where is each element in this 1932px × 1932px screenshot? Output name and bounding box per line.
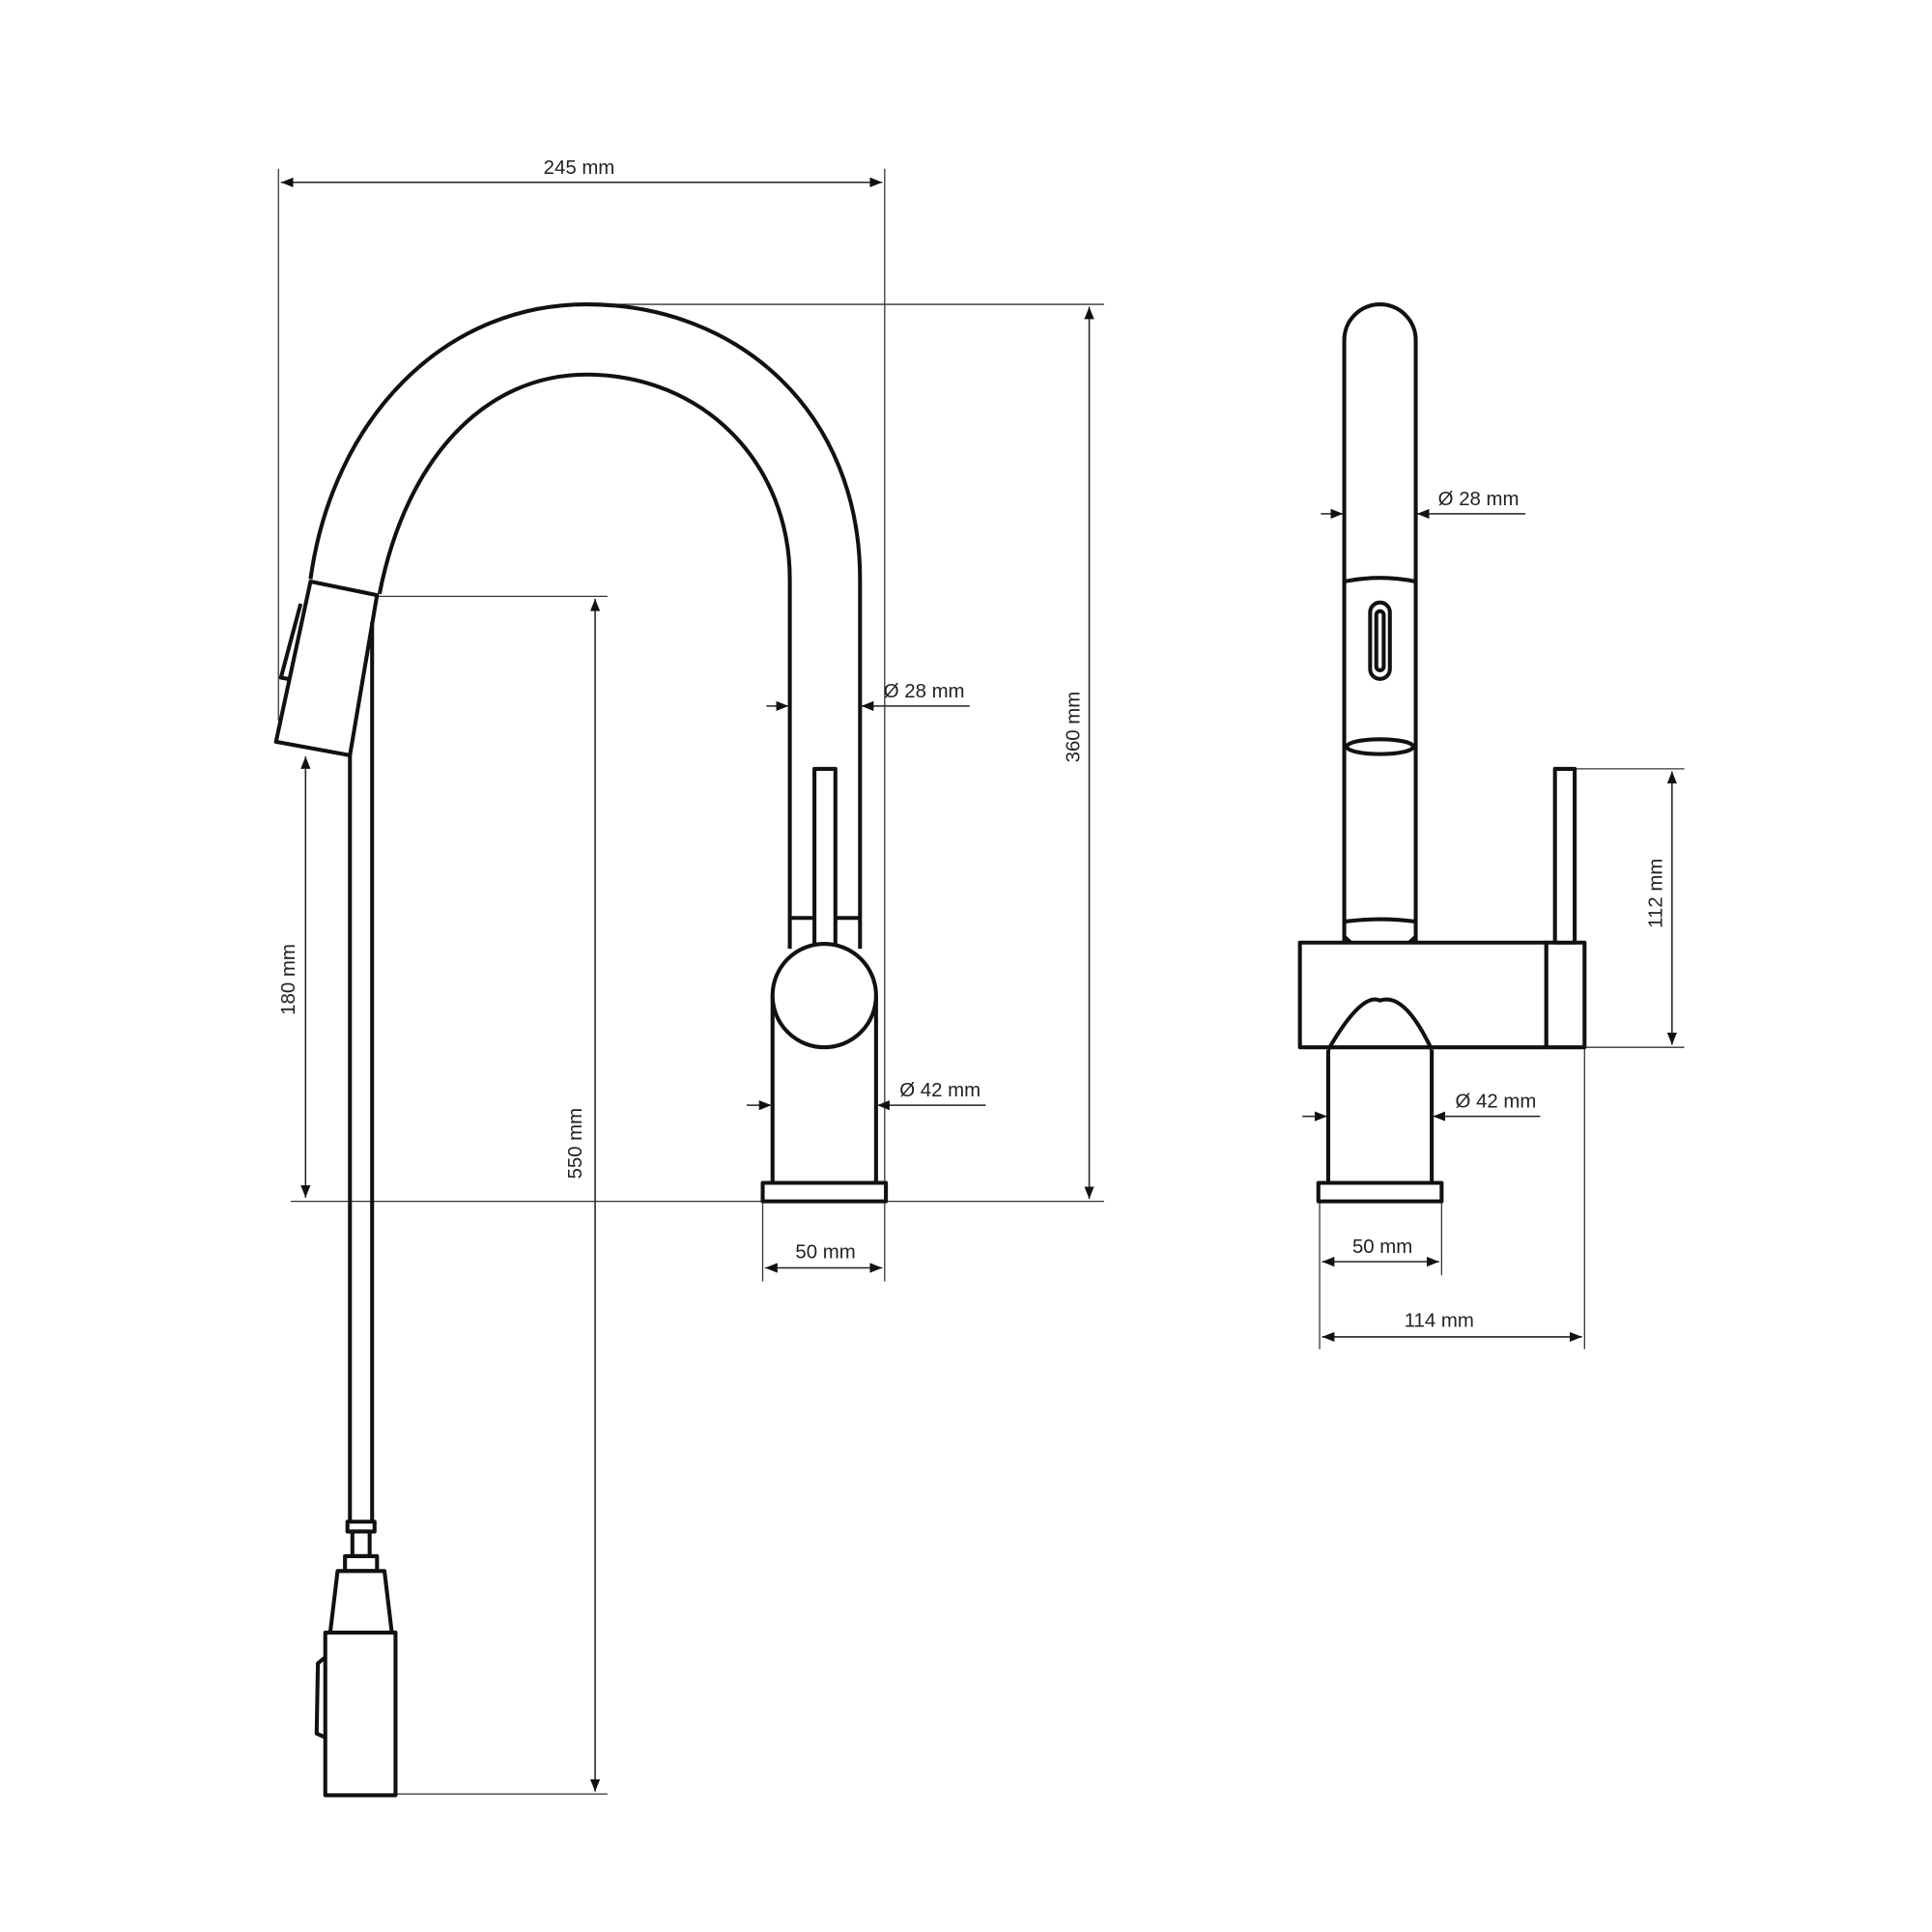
dim-label-spout-diameter: Ø 28 mm [884,681,965,702]
dim-label-total-width: 114 mm [1405,1311,1474,1332]
front-view: Ø 28 mm Ø 42 mm 50 mm 114 mm 112 mm [1297,302,1685,1350]
spray-button-slot [1368,600,1392,681]
faucet-body [770,995,878,1183]
dim-label-lever-height: 112 mm [1646,859,1667,928]
faucet-base-front [1316,1180,1444,1204]
side-view: 245 mm 360 mm 180 mm 550 mm Ø 28 mm Ø 42… [273,157,1104,1798]
dim-label-base-front: 50 mm [1352,1236,1412,1258]
dim-label-spout-diameter-front: Ø 28 mm [1438,489,1520,510]
spout-inner [377,372,792,950]
spray-button [278,603,303,681]
extension-lines [1319,768,1685,1350]
faucet-stem-front [1325,997,1435,1183]
spout-ring [1345,737,1416,756]
hose-weight [314,1569,398,1798]
spout-front [1342,302,1418,943]
dim-label-base: 50 mm [795,1241,855,1263]
dim-label-body-diameter-front: Ø 42 mm [1456,1092,1537,1113]
extension-lines [277,168,1104,1795]
spray-button-inner [1374,609,1386,672]
dim-label-width: 245 mm [544,157,615,179]
spout-outer [308,302,863,950]
spray-head [273,580,380,757]
lever-handle-front [1552,766,1577,945]
dim-label-spray-head: 180 mm [278,944,299,1015]
faucet-base [760,1180,889,1204]
lever-handle [812,766,838,956]
spout-band-top [1344,576,1416,584]
dim-label-body-diameter: Ø 42 mm [899,1080,980,1101]
lever-housing [1544,940,1587,1050]
dim-label-height: 360 mm [1063,692,1084,763]
pull-out-hose [343,622,380,1574]
lever-hub [770,942,878,1050]
dim-label-hose: 550 mm [565,1108,586,1179]
